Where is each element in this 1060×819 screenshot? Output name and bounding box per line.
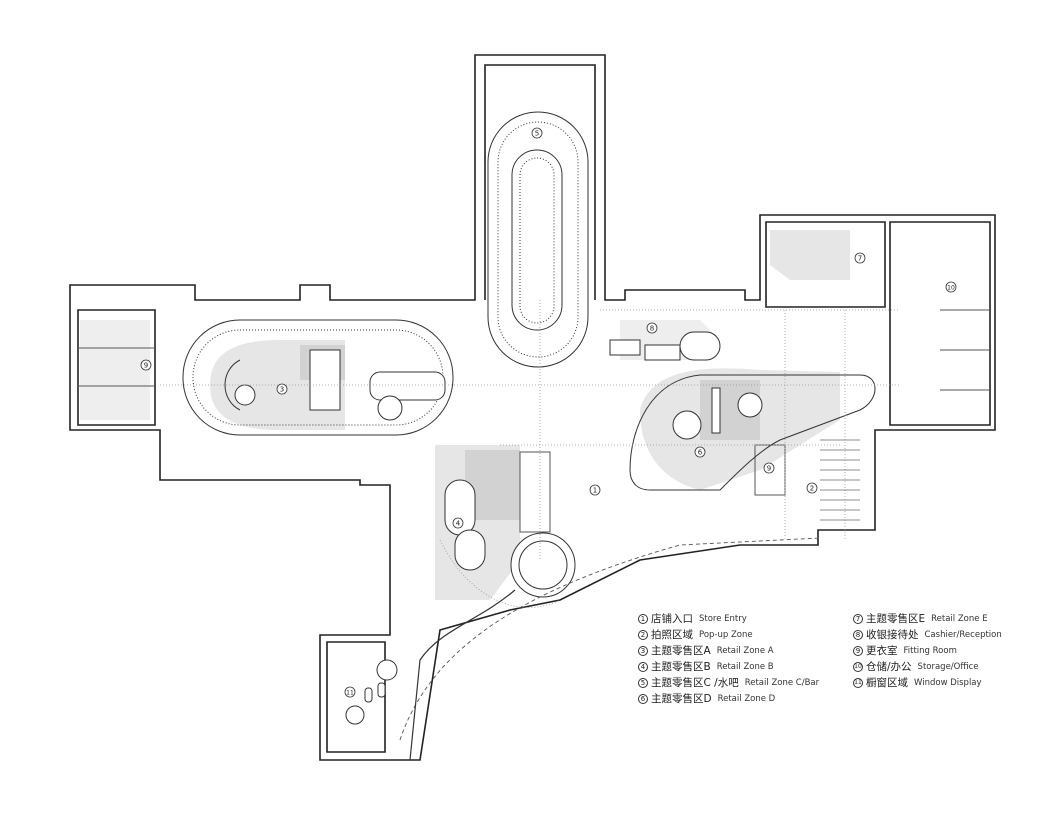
outer-walls (69, 54, 996, 761)
legend-number: 8 (853, 630, 863, 640)
legend-number: 1 (638, 614, 648, 624)
cashier-counter (609, 331, 721, 361)
legend-cn: 店铺入口 (651, 613, 693, 625)
legend-number: 5 (638, 678, 648, 688)
legend-number: 4 (638, 662, 648, 672)
inner-walls (78, 309, 990, 533)
zone-marker-11: 11 (346, 690, 354, 697)
zone-marker-1: 1 (593, 487, 597, 495)
legend-en: Store Entry (699, 614, 747, 624)
zone-markers (140, 127, 957, 698)
legend-en: Fitting Room (903, 646, 957, 656)
zone-marker-9a: 9 (144, 362, 148, 370)
stairs (820, 439, 860, 521)
zone-marker-3: 3 (280, 386, 284, 394)
legend-en: Retail Zone A (716, 646, 774, 656)
window-display-props (345, 659, 398, 725)
zone-marker-7: 7 (858, 255, 862, 263)
zone-marker-labels: 1 2 3 4 5 6 7 8 9 9 10 11 (144, 130, 955, 697)
platform-zone-d (629, 374, 876, 491)
legend-number: 11 (853, 678, 863, 688)
zone-marker-10: 10 (947, 285, 955, 292)
display-track (487, 111, 589, 368)
zone-marker-6: 6 (698, 449, 703, 457)
legend-cn: 主题零售区D (651, 693, 712, 705)
legend-number: 9 (853, 646, 863, 656)
facade-curve (399, 537, 821, 741)
legend-en: Pop-up Zone (699, 630, 753, 640)
legend-cn: 更衣室 (866, 645, 898, 657)
zone-marker-9b: 9 (767, 465, 771, 473)
legend-cn: 拍照区域 (651, 629, 693, 641)
platform-zone-b (444, 479, 576, 598)
legend-cn: 主题零售区A (651, 645, 711, 657)
legend-number: 7 (853, 614, 863, 624)
legend-cn: 仓储/办公 (866, 661, 912, 673)
legend-number: 6 (638, 694, 648, 704)
storefront-curve (409, 589, 516, 761)
legend-en: Retail Zone D (717, 694, 776, 704)
legend-cn: 主题零售区C /水吧 (651, 677, 739, 689)
legend-en: Storage/Office (917, 662, 979, 672)
zone-marker-4: 4 (456, 520, 461, 528)
legend-cn: 橱窗区域 (866, 677, 908, 689)
platform-zone-a (182, 319, 454, 436)
legend-cn: 主题零售区B (651, 661, 711, 673)
zone-marker-5: 5 (535, 130, 539, 138)
legend-en: Cashier/Reception (924, 630, 1002, 640)
legend-en: Retail Zone E (931, 614, 988, 624)
legend-number: 3 (638, 646, 648, 656)
legend-cn: 收银接待处 (866, 629, 919, 641)
legend-cn: 主题零售区E (866, 613, 926, 625)
legend-en: Retail Zone C/Bar (744, 678, 820, 688)
zone-marker-2: 2 (810, 485, 814, 493)
legend-en: Retail Zone B (716, 662, 774, 672)
legend-en: Window Display (914, 678, 982, 688)
legend-number: 2 (638, 630, 648, 640)
zone-marker-8: 8 (650, 325, 654, 333)
legend-number: 10 (853, 662, 863, 672)
